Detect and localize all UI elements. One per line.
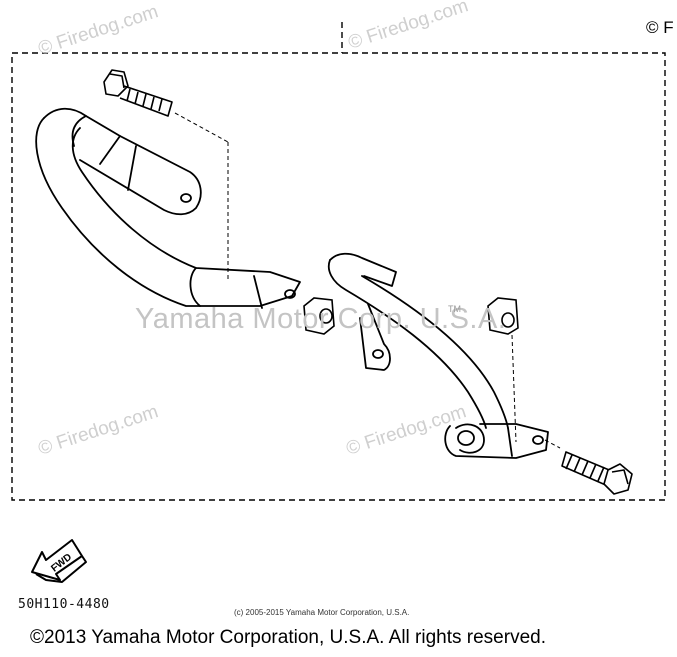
grab-bar-left bbox=[35, 107, 301, 309]
leader-lines bbox=[174, 112, 561, 449]
spacer-left bbox=[303, 297, 335, 335]
copyright-notice: ©2013 Yamaha Motor Corporation, U.S.A. A… bbox=[30, 627, 546, 648]
watermark-yamaha: Yamaha Motor Corp. U.S.A. bbox=[135, 303, 507, 335]
grab-bar-right bbox=[327, 252, 549, 459]
bolt-lower bbox=[561, 451, 633, 495]
part-number: 50H110-4480 bbox=[18, 597, 110, 612]
corner-copyright-mark: © F bbox=[646, 18, 674, 37]
assembly-boundary bbox=[11, 22, 666, 501]
bolt-upper bbox=[103, 69, 173, 117]
small-copyright: (c) 2005-2015 Yamaha Motor Corporation, … bbox=[234, 608, 410, 617]
spacer-right bbox=[487, 297, 519, 335]
fwd-arrow-icon: FWD bbox=[31, 539, 87, 583]
trademark-mark: TM bbox=[448, 304, 461, 314]
